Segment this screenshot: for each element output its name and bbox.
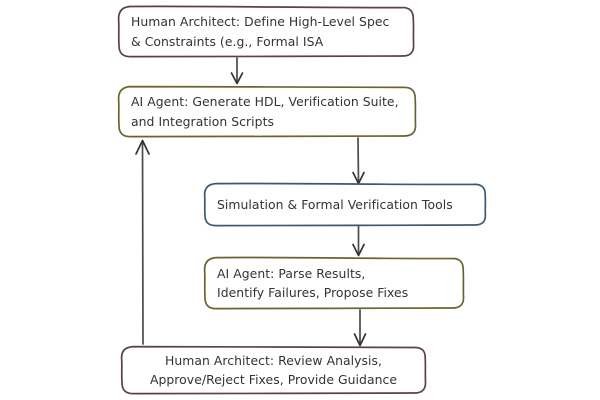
node-review[interactable]: Human Architect: Review Analysis, Approv… <box>120 345 427 395</box>
edge-review-to-generate <box>135 139 150 345</box>
edge-spec-to-generate <box>230 57 244 85</box>
node-generate-label: AI Agent: Generate HDL, Verification Sui… <box>131 94 399 129</box>
node-spec-label: Human Architect: Define High-Level Spec … <box>131 14 390 49</box>
node-review-label: Human Architect: Review Analysis, Approv… <box>149 352 398 387</box>
edge-parse-to-review <box>353 309 367 347</box>
edge-tools-to-parse <box>352 225 365 257</box>
node-parse[interactable]: AI Agent: Parse Results, Identify Failur… <box>203 256 465 310</box>
node-generate[interactable]: AI Agent: Generate HDL, Verification Sui… <box>117 85 417 138</box>
node-generate-shape <box>117 85 417 138</box>
edge-generate-to-tools <box>352 137 365 185</box>
node-spec[interactable]: Human Architect: Define High-Level Spec … <box>117 5 415 58</box>
node-tools-label: Simulation & Formal Verification Tools <box>217 196 453 212</box>
node-spec-shape <box>117 5 415 58</box>
node-review-shape <box>120 345 427 395</box>
node-tools[interactable]: Simulation & Formal Verification Tools <box>203 182 487 227</box>
node-parse-shape <box>203 256 465 310</box>
node-tools-shape <box>203 182 487 227</box>
node-parse-label: AI Agent: Parse Results, Identify Failur… <box>217 265 409 300</box>
